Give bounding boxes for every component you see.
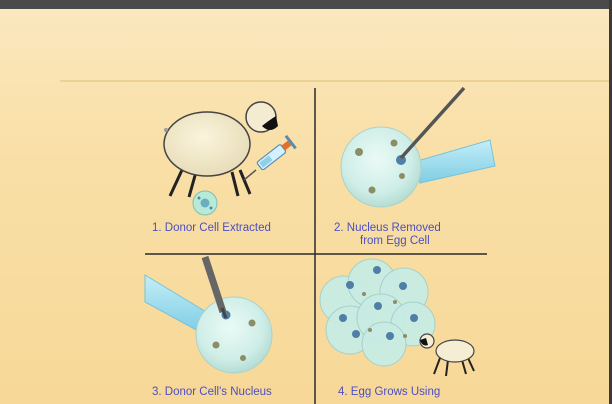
embryo-cluster-icon (320, 259, 435, 366)
donor-cell-icon (193, 191, 217, 215)
caption-panel-4: 4. Egg Grows Using (338, 386, 440, 399)
needle-icon (401, 88, 464, 158)
syringe-icon (244, 135, 297, 180)
caption-panel-1: 1. Donor Cell Extracted (152, 222, 271, 235)
sheep-icon (164, 102, 278, 197)
caption-panel-3: 3. Donor Cell's Nucleus (152, 386, 272, 399)
lamb-icon (420, 334, 474, 376)
caption-panel-2-line-2: from Egg Cell (360, 235, 430, 248)
egg-cell-icon (341, 127, 421, 207)
pipette-icon (414, 140, 495, 183)
caption-panel-2-line-1: 2. Nucleus Removed (334, 222, 441, 235)
egg-cell-icon (196, 297, 272, 373)
